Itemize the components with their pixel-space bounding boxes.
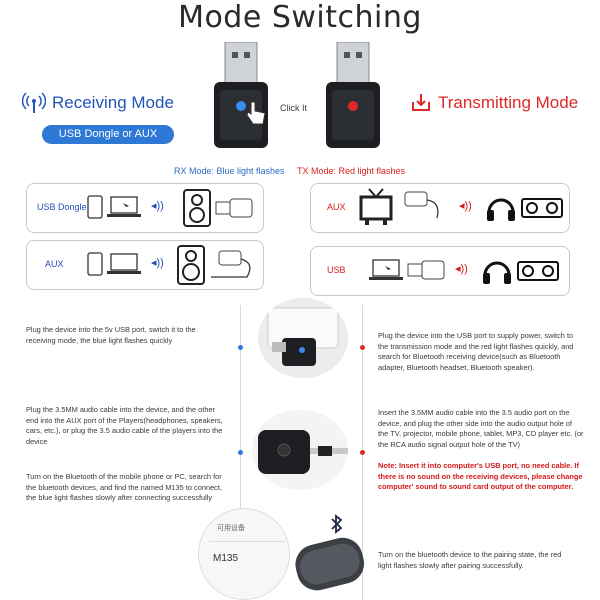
stereo-icon-2 <box>517 261 559 281</box>
wireless-icon-tx-2: ◂)) <box>455 263 468 275</box>
phone-screen-header: 可用设备 <box>217 525 245 532</box>
rx-aux-box: AUX ◂)) <box>26 240 264 290</box>
click-it-label: Click It <box>280 103 307 113</box>
tx-mode-label: TX Mode: Red light flashes <box>297 166 406 176</box>
right-desc-2: Insert the 3.5MM audio cable into the 3.… <box>378 408 584 449</box>
laptop-icon <box>107 196 141 217</box>
bluetooth-icon <box>330 514 344 539</box>
speaker-icon-2 <box>177 245 205 285</box>
note-text: Note: Insert it into computer's USB port… <box>378 461 583 491</box>
dongle-cable-icon-2 <box>211 250 251 278</box>
laptop-icon-tx <box>369 259 403 280</box>
phone-screen-divider <box>209 541 285 542</box>
headphones-icon <box>487 198 515 221</box>
rx-usb-box: USB Dongle ◂)) <box>26 183 264 233</box>
speaker-icon <box>183 189 211 227</box>
tv-icon <box>359 188 393 225</box>
phone-icon <box>87 195 103 219</box>
usb-port-photo <box>258 298 348 378</box>
receiving-mode-label: Receiving Mode <box>52 93 174 112</box>
hand-pointer-icon <box>245 100 267 131</box>
dongle-tx-image <box>318 41 388 157</box>
phone-screen-photo: 可用设备 M135 <box>198 508 290 600</box>
wireless-icon-2: ◂)) <box>151 257 164 269</box>
dongle-icon-tx <box>407 260 445 280</box>
tx-usb-box: USB ◂)) <box>310 246 570 296</box>
phone-screen-device[interactable]: M135 <box>213 553 239 564</box>
rx-aux-box-label: AUX <box>45 259 64 269</box>
step-dot-red-1 <box>360 345 365 350</box>
tx-usb-box-label: USB <box>327 265 346 275</box>
aux-cable-photo <box>252 410 348 490</box>
transmitting-mode-label: Transmitting Mode <box>438 93 579 112</box>
step-dot-blue-1 <box>238 345 243 350</box>
dongle-cable-icon <box>404 191 439 219</box>
rx-mode-label: RX Mode: Blue light flashes <box>174 166 285 176</box>
antenna-icon <box>21 92 47 113</box>
speaker-photo <box>290 535 370 600</box>
right-desc-1: Plug the device into the USB port to sup… <box>378 331 574 372</box>
tx-aux-box: AUX ◂)) <box>310 183 570 233</box>
wireless-icon-tx: ◂)) <box>459 200 472 212</box>
left-desc-2: Plug the 3.5MM audio cable into the devi… <box>26 405 223 446</box>
stereo-icon <box>521 198 563 218</box>
step-dot-blue-2 <box>238 450 243 455</box>
laptop-icon-2 <box>107 253 141 274</box>
left-desc-1: Plug the device into the 5v USB port, sw… <box>26 325 196 345</box>
right-desc-3: Turn on the bluetooth device to the pair… <box>378 550 562 570</box>
phone-icon-2 <box>87 252 103 276</box>
rx-usb-box-label: USB Dongle <box>37 202 87 212</box>
tx-aux-box-label: AUX <box>327 202 346 212</box>
dongle-icon <box>215 198 253 218</box>
step-dot-red-2 <box>360 450 365 455</box>
wireless-icon: ◂)) <box>151 200 164 212</box>
page-title: Mode Switching <box>178 0 422 35</box>
receiving-mode-header <box>21 92 47 119</box>
usb-dongle-aux-pill: USB Dongle or AUX <box>42 125 174 144</box>
headphones-icon-2 <box>483 261 511 284</box>
left-desc-3: Turn on the Bluetooth of the mobile phon… <box>26 472 222 502</box>
dongle-rx-image <box>206 41 276 157</box>
transmit-icon <box>410 92 432 117</box>
